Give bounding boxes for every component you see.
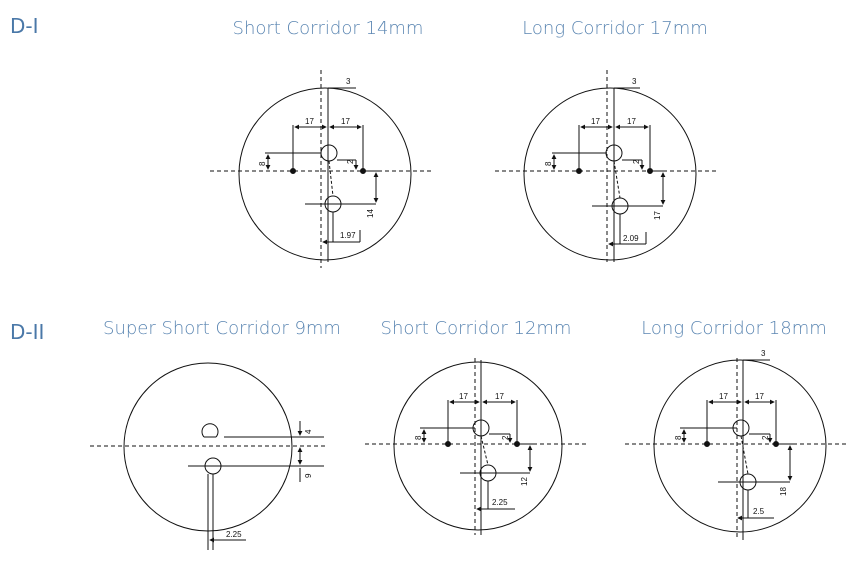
hole-link <box>328 160 334 197</box>
dim-left: 17 <box>459 392 468 401</box>
dim-vertical-left: 8 <box>674 435 683 440</box>
dim-right: 17 <box>495 392 504 401</box>
outer-circle <box>393 361 563 531</box>
outer-circle <box>238 87 412 261</box>
hole-link <box>480 435 489 466</box>
outer-circle <box>523 87 697 261</box>
dim-vertical-left: 8 <box>258 161 267 166</box>
dim-left: 17 <box>591 117 600 126</box>
dim-top: 3 <box>346 77 351 86</box>
outer-circle <box>653 359 827 533</box>
title-d1-short: Short Corridor 14mm <box>232 18 424 39</box>
diagram-d2-super <box>90 362 326 550</box>
title-d1-long: Long Corridor 17mm <box>522 18 708 39</box>
labels-d2-super: 4 9 2.25 <box>226 429 313 539</box>
dim-vertical-right: 17 <box>653 211 662 220</box>
dim-top: 3 <box>632 77 637 86</box>
dim-vertical-left: 8 <box>544 161 553 166</box>
dim-upper: 4 <box>304 429 313 434</box>
dim-right: 17 <box>755 392 764 401</box>
dim-right: 17 <box>341 117 350 126</box>
dim-bottom: 1.97 <box>340 231 356 240</box>
title-d2-super: Super Short Corridor 9mm <box>103 318 341 339</box>
dim-small: 2 <box>501 435 510 440</box>
diagram-d2-long <box>625 358 848 540</box>
dim-bottom: 2.5 <box>753 507 765 516</box>
title-d2-long: Long Corridor 18mm <box>641 318 827 339</box>
labels-d2-short: 17 17 8 2 12 2.25 <box>414 392 529 507</box>
dim-small: 2 <box>346 159 355 164</box>
labels-d1-long: 3 17 17 8 2 17 2.09 <box>544 77 662 243</box>
upper-hole <box>201 423 219 438</box>
dim-bottom: 2.25 <box>492 498 508 507</box>
dim-vertical-right: 14 <box>366 209 375 218</box>
dim-bottom: 2.25 <box>226 530 242 539</box>
dim-left: 17 <box>305 117 314 126</box>
hole-link <box>740 435 749 475</box>
dim-vertical-right: 18 <box>779 487 788 496</box>
upper-hole <box>320 144 338 162</box>
dim-vertical-left: 8 <box>414 435 423 440</box>
labels-d1-short: 3 17 17 8 2 14 1.97 <box>258 77 375 240</box>
section-label-d1: D-I <box>10 14 39 38</box>
dim-left: 17 <box>719 392 728 401</box>
dim-small: 2 <box>761 435 770 440</box>
hole-link <box>613 160 621 199</box>
section-label-d2: D-II <box>10 320 45 344</box>
diagram-d1-short <box>210 70 433 268</box>
dim-small: 2 <box>632 159 641 164</box>
dim-bottom: 2.09 <box>623 234 639 243</box>
labels-d2-long: 3 17 17 8 2 18 2.5 <box>674 349 788 516</box>
dim-top: 3 <box>761 349 766 358</box>
diagram-d1-long <box>495 70 718 262</box>
dim-vertical-right: 12 <box>520 477 529 486</box>
dim-lower: 9 <box>304 473 313 478</box>
diagram-d2-short <box>365 358 588 535</box>
dim-right: 17 <box>627 117 636 126</box>
title-d2-short: Short Corridor 12mm <box>380 318 572 339</box>
